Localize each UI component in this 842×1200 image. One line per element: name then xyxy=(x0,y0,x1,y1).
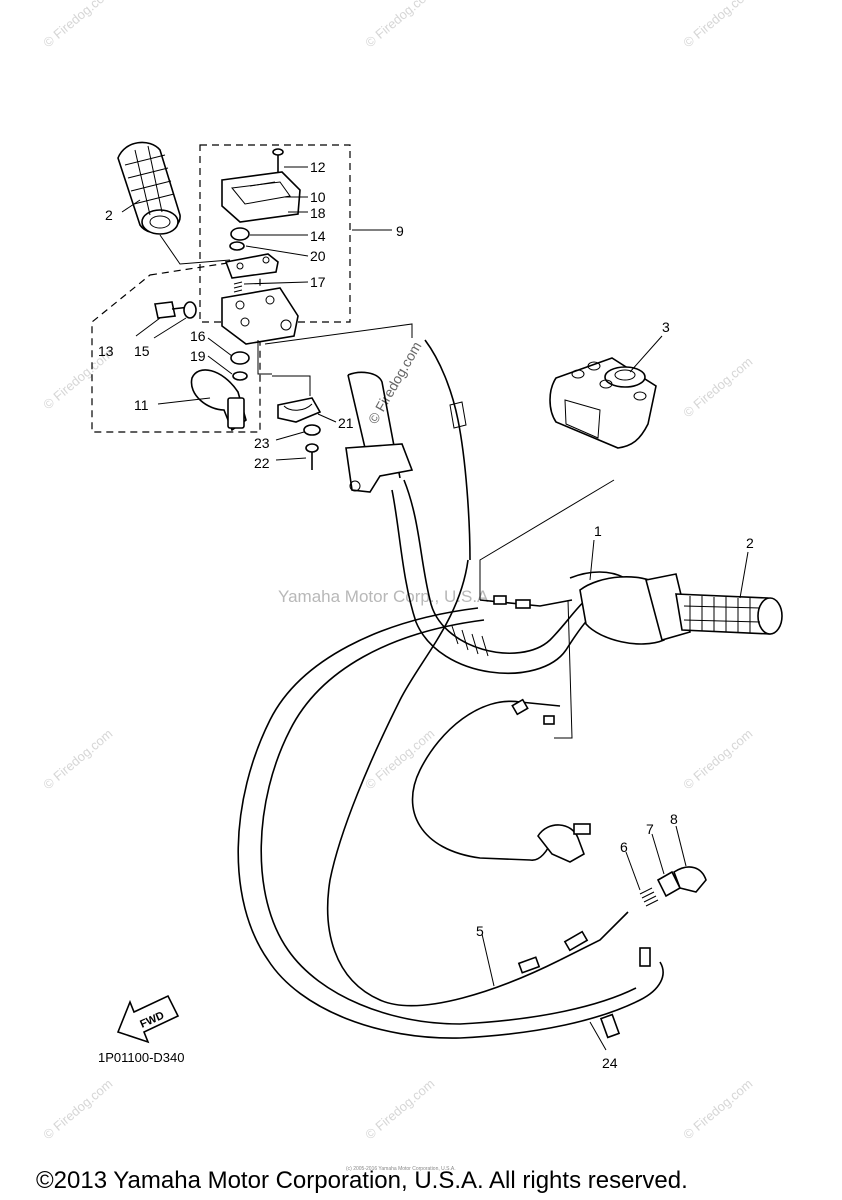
part-label: 2 xyxy=(746,535,754,551)
part-label: 7 xyxy=(646,821,654,837)
part-label: 10 xyxy=(310,189,326,205)
part-label: 1 xyxy=(594,523,602,539)
left-grip xyxy=(117,141,181,235)
part-label: 23 xyxy=(254,435,270,451)
part-label: 2 xyxy=(105,207,113,223)
leader-lines xyxy=(121,166,749,1051)
adjuster-parts xyxy=(639,866,707,907)
part-label: 17 xyxy=(310,274,326,290)
watermark: © Firedog.com xyxy=(362,0,437,50)
part-label: 12 xyxy=(310,159,326,175)
watermark: © Firedog.com xyxy=(680,1076,755,1142)
watermark: © Firedog.com xyxy=(40,0,115,50)
watermark: © Firedog.com xyxy=(680,0,755,50)
part-label: 15 xyxy=(134,343,150,359)
part-label: 24 xyxy=(602,1055,618,1071)
diagram-code: 1P01100-D340 xyxy=(98,1050,185,1065)
part-label: 18 xyxy=(310,205,326,221)
part-label: 3 xyxy=(662,319,670,335)
watermark: © Firedog.com xyxy=(40,726,115,792)
small-print: (c) 2005-2016 Yamaha Motor Corporation, … xyxy=(346,1166,456,1172)
part-label: 5 xyxy=(476,923,484,939)
part-labels: 1 2 2 3 5 6 7 8 9 10 11 12 13 14 15 16 1… xyxy=(98,159,754,1071)
part-label: 6 xyxy=(620,839,628,855)
watermark: © Firedog.com xyxy=(40,1076,115,1142)
cables xyxy=(237,339,664,1039)
part-label: 8 xyxy=(670,811,678,827)
part-label: 14 xyxy=(310,228,326,244)
part-label: 21 xyxy=(338,415,354,431)
part-label: 11 xyxy=(134,397,149,413)
assembly-outlines xyxy=(91,144,351,433)
watermark: © Firedog.com xyxy=(365,339,425,427)
handlebar xyxy=(345,371,691,675)
part-label: 20 xyxy=(310,248,326,264)
switch-cover xyxy=(549,357,657,449)
part-label: 13 xyxy=(98,343,114,359)
watermark: © Firedog.com xyxy=(362,1076,437,1142)
watermark: © Firedog.com xyxy=(680,726,755,792)
part-label: 9 xyxy=(396,223,404,239)
brand-watermark: Yamaha Motor Corp., U.S.A. xyxy=(278,587,493,606)
part-label: 22 xyxy=(254,455,270,471)
copyright-notice: ©2013 Yamaha Motor Corporation, U.S.A. A… xyxy=(36,1167,688,1194)
part-label: 19 xyxy=(190,348,206,364)
watermark: © Firedog.com xyxy=(680,354,755,420)
right-grip xyxy=(675,593,783,635)
fwd-arrow: FWD xyxy=(116,994,180,1044)
switch-assembly xyxy=(154,148,413,470)
part-label: 16 xyxy=(190,328,206,344)
